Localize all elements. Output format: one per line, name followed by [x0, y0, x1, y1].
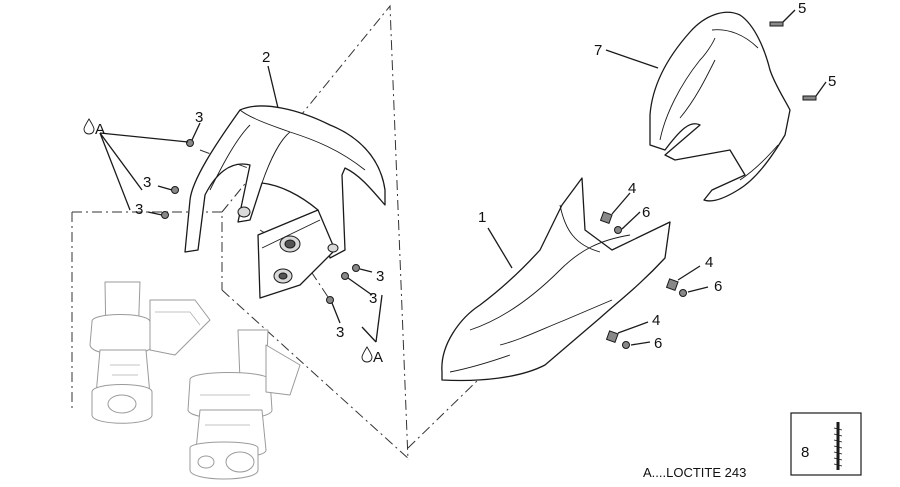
- screws-item-6: [614, 226, 687, 349]
- callout-6: 6: [642, 204, 650, 221]
- drop-icon: [83, 118, 95, 135]
- part-1-front-mudguard: [441, 177, 671, 382]
- loctite-legend-note: A....LOCTITE 243: [643, 465, 746, 480]
- part-2-bracket: [184, 105, 386, 299]
- loctite-label-a: A: [373, 349, 383, 366]
- drop-icon: [361, 346, 373, 363]
- loctite-label-a: A: [95, 121, 105, 138]
- callout-8: 8: [801, 444, 809, 461]
- clips-item-4: [599, 211, 679, 344]
- callout-4: 4: [652, 312, 660, 329]
- callout-6: 6: [654, 335, 662, 352]
- callout-3: 3: [369, 290, 377, 307]
- callout-4: 4: [628, 180, 636, 197]
- callout-1: 1: [478, 209, 486, 226]
- callout-7: 7: [594, 42, 602, 59]
- fork-legs-ghost: [89, 281, 301, 480]
- loctite-marker-left: A: [83, 118, 105, 138]
- callout-3: 3: [336, 324, 344, 341]
- callout-3: 3: [376, 268, 384, 285]
- callout-5: 5: [828, 73, 836, 90]
- callout-2: 2: [262, 49, 270, 66]
- part-7-fairing: [649, 11, 791, 202]
- callout-3: 3: [143, 174, 151, 191]
- callout-4: 4: [705, 254, 713, 271]
- callout-labels: 1 2 3 3 3 3 3 3 4 4 4 5 5 6 6 6 7: [135, 0, 836, 352]
- loctite-marker-right: A: [361, 346, 383, 366]
- callout-5: 5: [798, 0, 806, 17]
- callout-3: 3: [135, 201, 143, 218]
- callout-3: 3: [195, 109, 203, 126]
- item-8-inset: 8: [790, 412, 862, 476]
- screws-item-5: [769, 21, 817, 101]
- callout-6: 6: [714, 278, 722, 295]
